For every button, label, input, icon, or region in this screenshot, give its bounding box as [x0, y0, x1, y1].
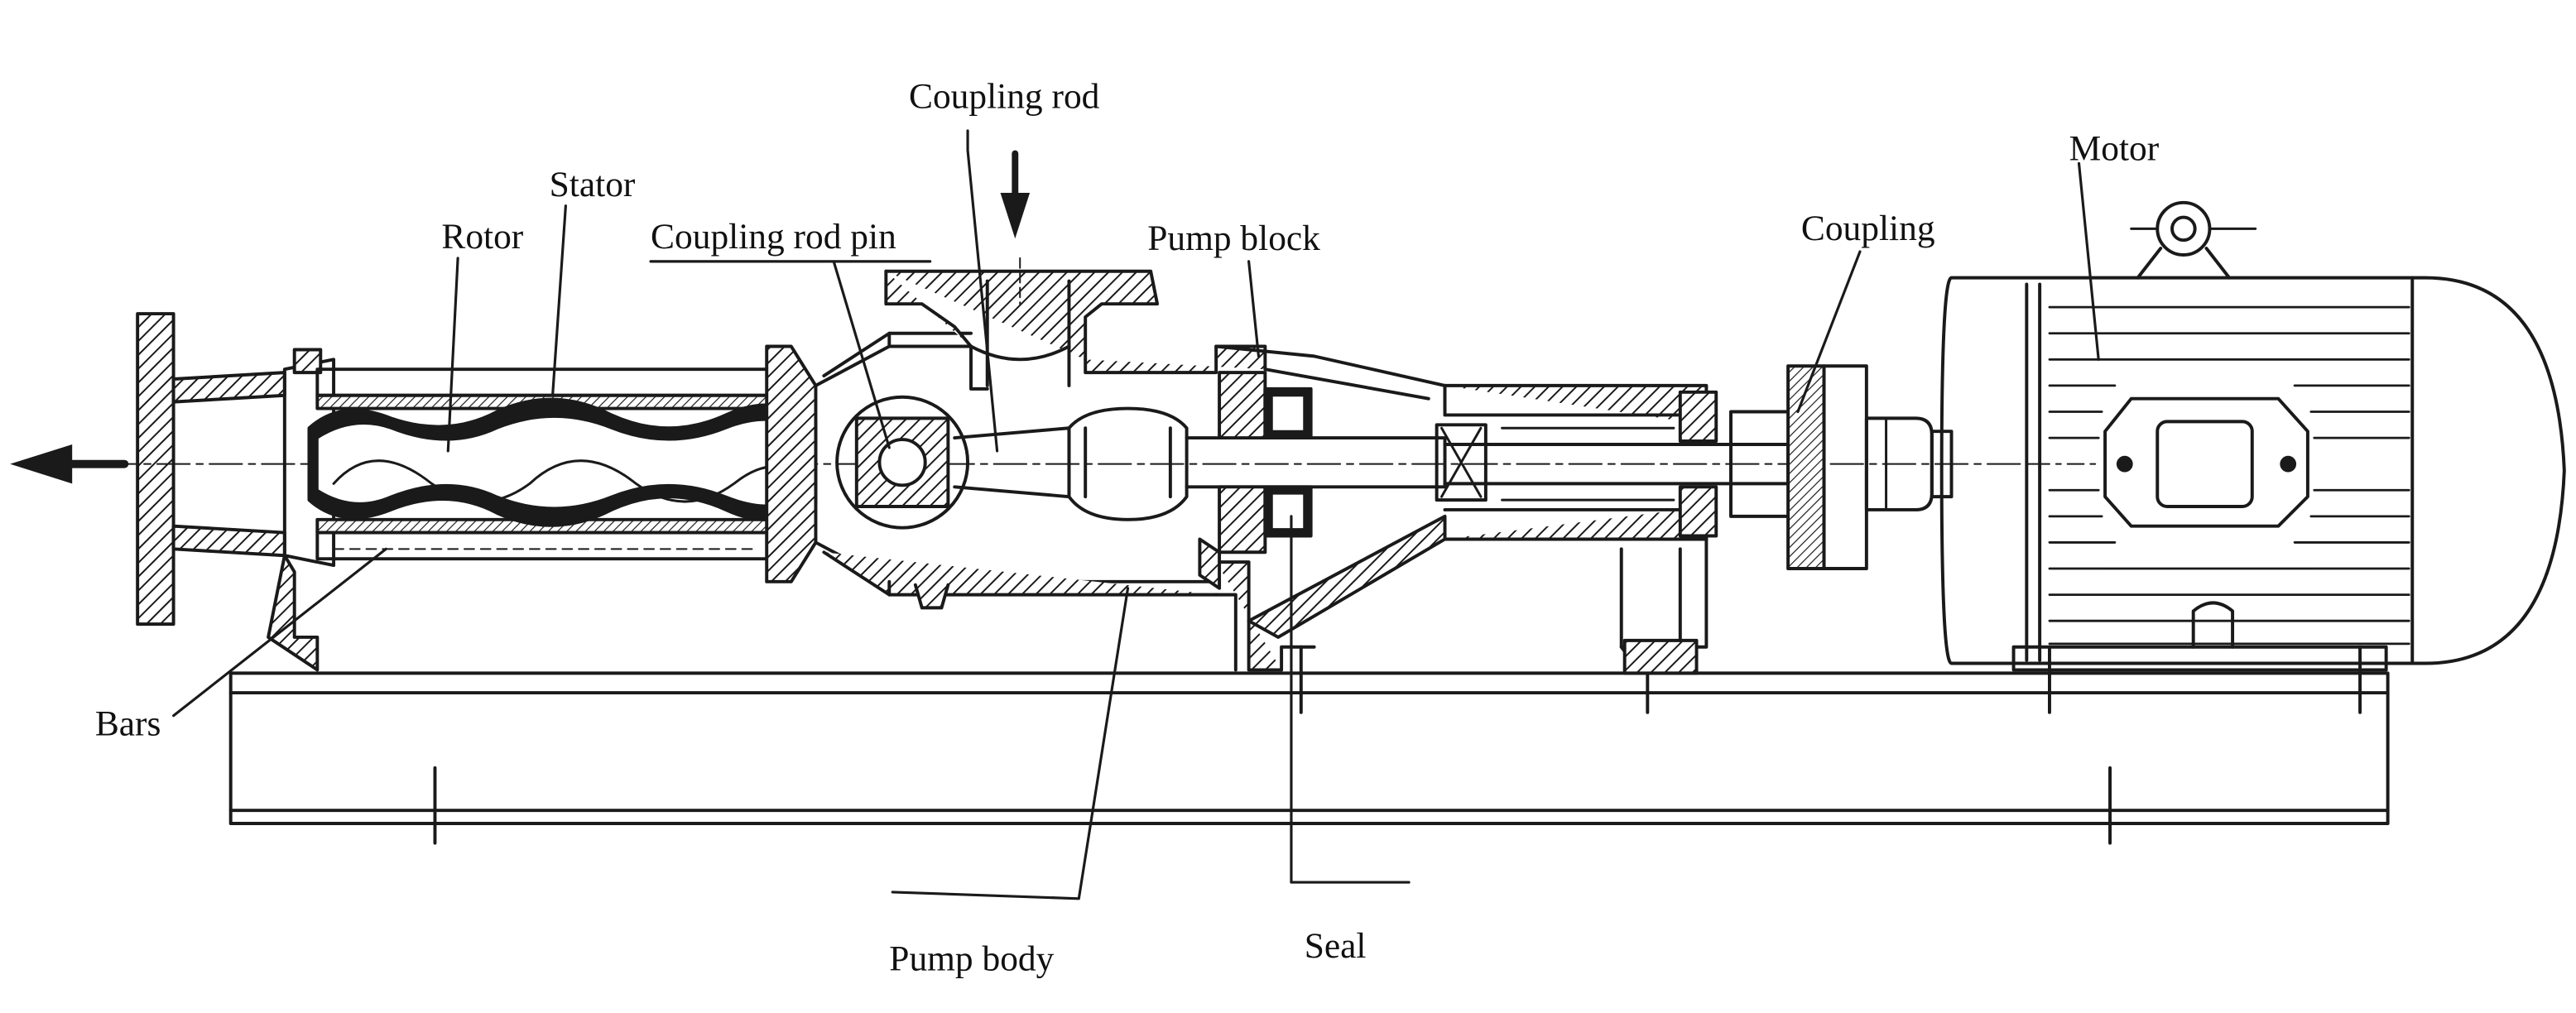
rotor: [307, 397, 818, 527]
label-seal: Seal: [1305, 926, 1367, 966]
lifting-eye-icon: [2130, 200, 2257, 280]
callout-labels: Coupling rod Stator Rotor Coupling rod p…: [95, 76, 2160, 978]
label-stator: Stator: [550, 165, 636, 204]
label-coupling-rod: Coupling rod: [909, 76, 1100, 116]
inlet-port: [884, 257, 1160, 387]
motor: [1939, 200, 2566, 672]
label-coupling: Coupling: [1801, 209, 1935, 248]
stator: [315, 367, 785, 561]
label-coupling-rod-pin: Coupling rod pin: [651, 217, 896, 257]
label-motor: Motor: [2069, 128, 2160, 168]
coupling-rod: [953, 406, 1447, 521]
stator-clamp: [765, 344, 818, 583]
seal: [1198, 371, 1313, 590]
label-pump-body: Pump body: [889, 939, 1054, 979]
label-rotor: Rotor: [441, 217, 523, 257]
leader-lines: [172, 129, 2100, 900]
outlet-flange: [103, 312, 2035, 672]
base-frame: [228, 645, 2390, 845]
pump-body: [814, 331, 1218, 610]
label-pump-block: Pump block: [1147, 218, 1320, 258]
coupling: [1729, 364, 1954, 570]
bearing-housing: [1435, 383, 1718, 675]
inlet-arrow-icon: [1000, 150, 1031, 239]
label-bars: Bars: [95, 703, 161, 743]
